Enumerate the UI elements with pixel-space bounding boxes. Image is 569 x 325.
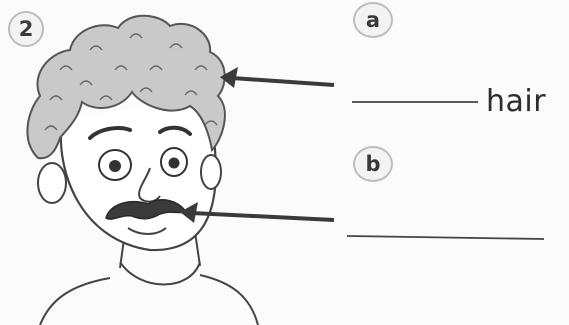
face-outline xyxy=(61,95,216,250)
shirt-collar xyxy=(120,262,200,285)
answer-word-a: hair xyxy=(486,84,546,119)
arrow-a-shaft xyxy=(232,78,334,85)
right-ear xyxy=(201,155,221,189)
arrow-b-shaft xyxy=(192,213,334,220)
label-b-badge: b xyxy=(353,146,393,182)
right-pupil xyxy=(169,158,180,169)
label-a-badge: a xyxy=(353,2,393,38)
left-ear xyxy=(38,163,66,203)
exercise-number: 2 xyxy=(8,11,44,47)
answer-line-b xyxy=(347,236,544,239)
left-pupil xyxy=(109,160,121,172)
